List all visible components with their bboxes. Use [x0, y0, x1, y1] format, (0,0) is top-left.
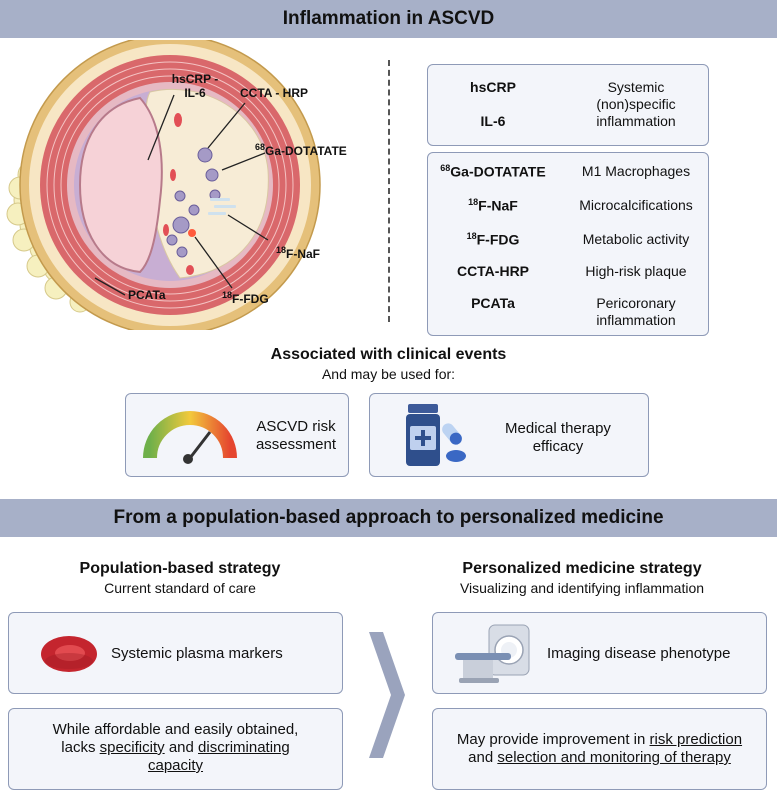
risk-assessment-box: ASCVD risk assessment	[125, 393, 349, 477]
personalized-subtitle: Visualizing and identifying inflammation	[459, 580, 705, 596]
plasma-markers-box: Systemic plasma markers	[8, 612, 343, 694]
gauge-icon	[143, 411, 237, 464]
dashed-divider	[388, 60, 390, 322]
systemic-marker-hscrp: hsCRP	[470, 79, 516, 95]
label-ga-dotatate: 68Ga-DOTATATE	[255, 142, 347, 158]
label-il6: IL-6	[184, 86, 206, 100]
top-banner: Inflammation in ASCVD	[0, 0, 777, 38]
artery-cross-section-illustration	[6, 40, 321, 330]
risk-assessment-label: ASCVD risk assessment	[255, 418, 337, 453]
top-banner-title: Inflammation in ASCVD	[282, 8, 495, 29]
middle-banner: From a population-based approach to pers…	[0, 499, 777, 537]
associated-subtitle: And may be used for:	[321, 366, 456, 382]
chevron-right-icon	[369, 632, 405, 758]
ct-scanner-icon	[455, 624, 530, 683]
personalized-title: Personalized medicine strategy	[462, 560, 702, 577]
red-blood-cell-icon	[41, 636, 97, 672]
population-subtitle: Current standard of care	[104, 580, 256, 596]
label-f-fdg: 18F-FDG	[222, 290, 269, 306]
systemic-desc: Systemic (non)specific inflammation	[596, 79, 676, 129]
label-hscrp: hsCRP -	[171, 72, 219, 86]
label-f-naf: 18F-NaF	[276, 245, 321, 261]
label-ccta-hrp: CCTA - HRP	[240, 86, 308, 100]
personalized-benefit-box: May provide improvement in risk predicti…	[432, 708, 767, 790]
population-limitation-box: While affordable and easily obtained, la…	[8, 708, 343, 790]
therapy-efficacy-label: Medical therapy efficacy	[505, 420, 611, 455]
systemic-markers-box: hsCRP IL-6 Systemic (non)specific inflam…	[427, 64, 709, 146]
imaging-phenotype-label: Imaging disease phenotype	[547, 645, 731, 662]
therapy-efficacy-box: Medical therapy efficacy	[369, 393, 649, 477]
population-limitation-text: While affordable and easily obtained, la…	[52, 721, 299, 774]
associated-title: Associated with clinical events	[270, 346, 507, 363]
personalized-benefit-text: May provide improvement in risk predicti…	[456, 731, 743, 766]
medication-icon	[406, 404, 466, 466]
label-pcata: PCATa	[128, 288, 166, 302]
plasma-markers-label: Systemic plasma markers	[111, 645, 283, 662]
population-title: Population-based strategy	[79, 560, 281, 577]
imaging-phenotype-box: Imaging disease phenotype	[432, 612, 767, 694]
imaging-markers-box: 68Ga-DOTATATE M1 Macrophages 18F-NaF Mic…	[427, 152, 709, 336]
middle-banner-title: From a population-based approach to pers…	[113, 507, 664, 528]
systemic-marker-il6: IL-6	[480, 113, 506, 129]
